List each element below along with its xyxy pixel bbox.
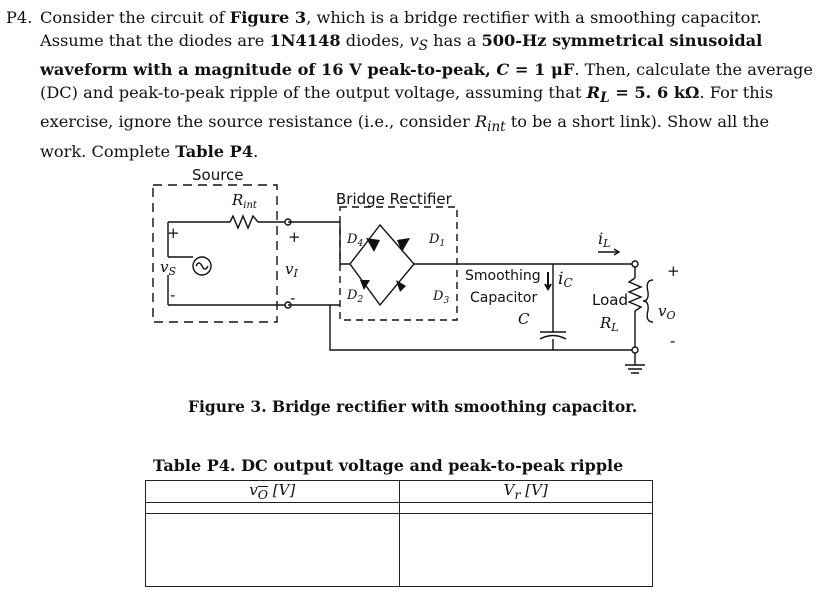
vo-label: vO xyxy=(658,302,676,322)
d3-label: D3 xyxy=(432,289,449,306)
d1-label: D1 xyxy=(428,232,445,249)
vo-minus: - xyxy=(670,332,675,350)
table-header-vr: Vr [V] xyxy=(398,480,653,503)
table-title: Table P4. DC output voltage and peak-to-… xyxy=(153,456,624,475)
diode-d1 xyxy=(397,238,410,252)
problem-line-3: waveform with a magnitude of 16 V peak-t… xyxy=(40,60,813,80)
table-cell xyxy=(398,502,653,514)
table-answer-vr[interactable] xyxy=(398,513,653,587)
d4-label: D4 xyxy=(346,232,363,249)
source-box xyxy=(152,184,278,323)
problem-statement: P4. Consider the circuit of Figure 3, wh… xyxy=(6,6,818,163)
load-label: Load xyxy=(592,291,628,309)
vs-plus: + xyxy=(167,224,180,242)
source-label: Source xyxy=(192,166,244,184)
vi-label: vI xyxy=(285,260,298,280)
vi-minus: - xyxy=(290,289,295,307)
vo-plus: + xyxy=(667,262,680,280)
diode-d3 xyxy=(396,280,406,292)
problem-line-1: Consider the circuit of Figure 3, which … xyxy=(40,8,762,27)
problem-number: P4. xyxy=(6,8,33,27)
table-cell xyxy=(145,502,400,514)
table-answer-vo[interactable] xyxy=(145,513,400,587)
vs-label: vS xyxy=(160,258,176,278)
circuit-diagram: Source Rint + vS - + vI - Bridge Rectifi… xyxy=(152,166,680,374)
vi-plus: + xyxy=(288,228,301,246)
rl-label: RL xyxy=(599,314,619,334)
table-p4: vO [V] Vr [V] xyxy=(145,480,653,587)
figure-caption: Figure 3. Bridge rectifier with smoothin… xyxy=(188,397,638,416)
smoothing-label: Smoothing xyxy=(465,268,541,284)
problem-line-6: work. Complete Table P4. xyxy=(40,141,259,161)
bridge-label: Bridge Rectifier xyxy=(336,190,453,208)
problem-line-5: exercise, ignore the source resistance (… xyxy=(40,112,770,136)
rint-label: Rint xyxy=(231,191,258,211)
capacitor-label: Capacitor xyxy=(470,290,537,306)
diode-d4 xyxy=(366,238,380,252)
rint-resistor xyxy=(229,214,259,230)
load-resistor xyxy=(627,277,643,312)
ic-label: iC xyxy=(558,269,573,290)
table-header-vo: vO [V] xyxy=(145,480,400,503)
problem-line-4: (DC) and peak-to-peak ripple of the outp… xyxy=(40,83,774,107)
il-label: iL xyxy=(598,229,610,250)
d2-label: D2 xyxy=(346,288,363,305)
vs-source xyxy=(192,256,212,276)
vs-minus: - xyxy=(170,286,175,304)
problem-line-2: Assume that the diodes are 1N4148 diodes… xyxy=(40,31,763,55)
diode-d2 xyxy=(360,280,370,290)
c-label: C xyxy=(518,310,530,328)
